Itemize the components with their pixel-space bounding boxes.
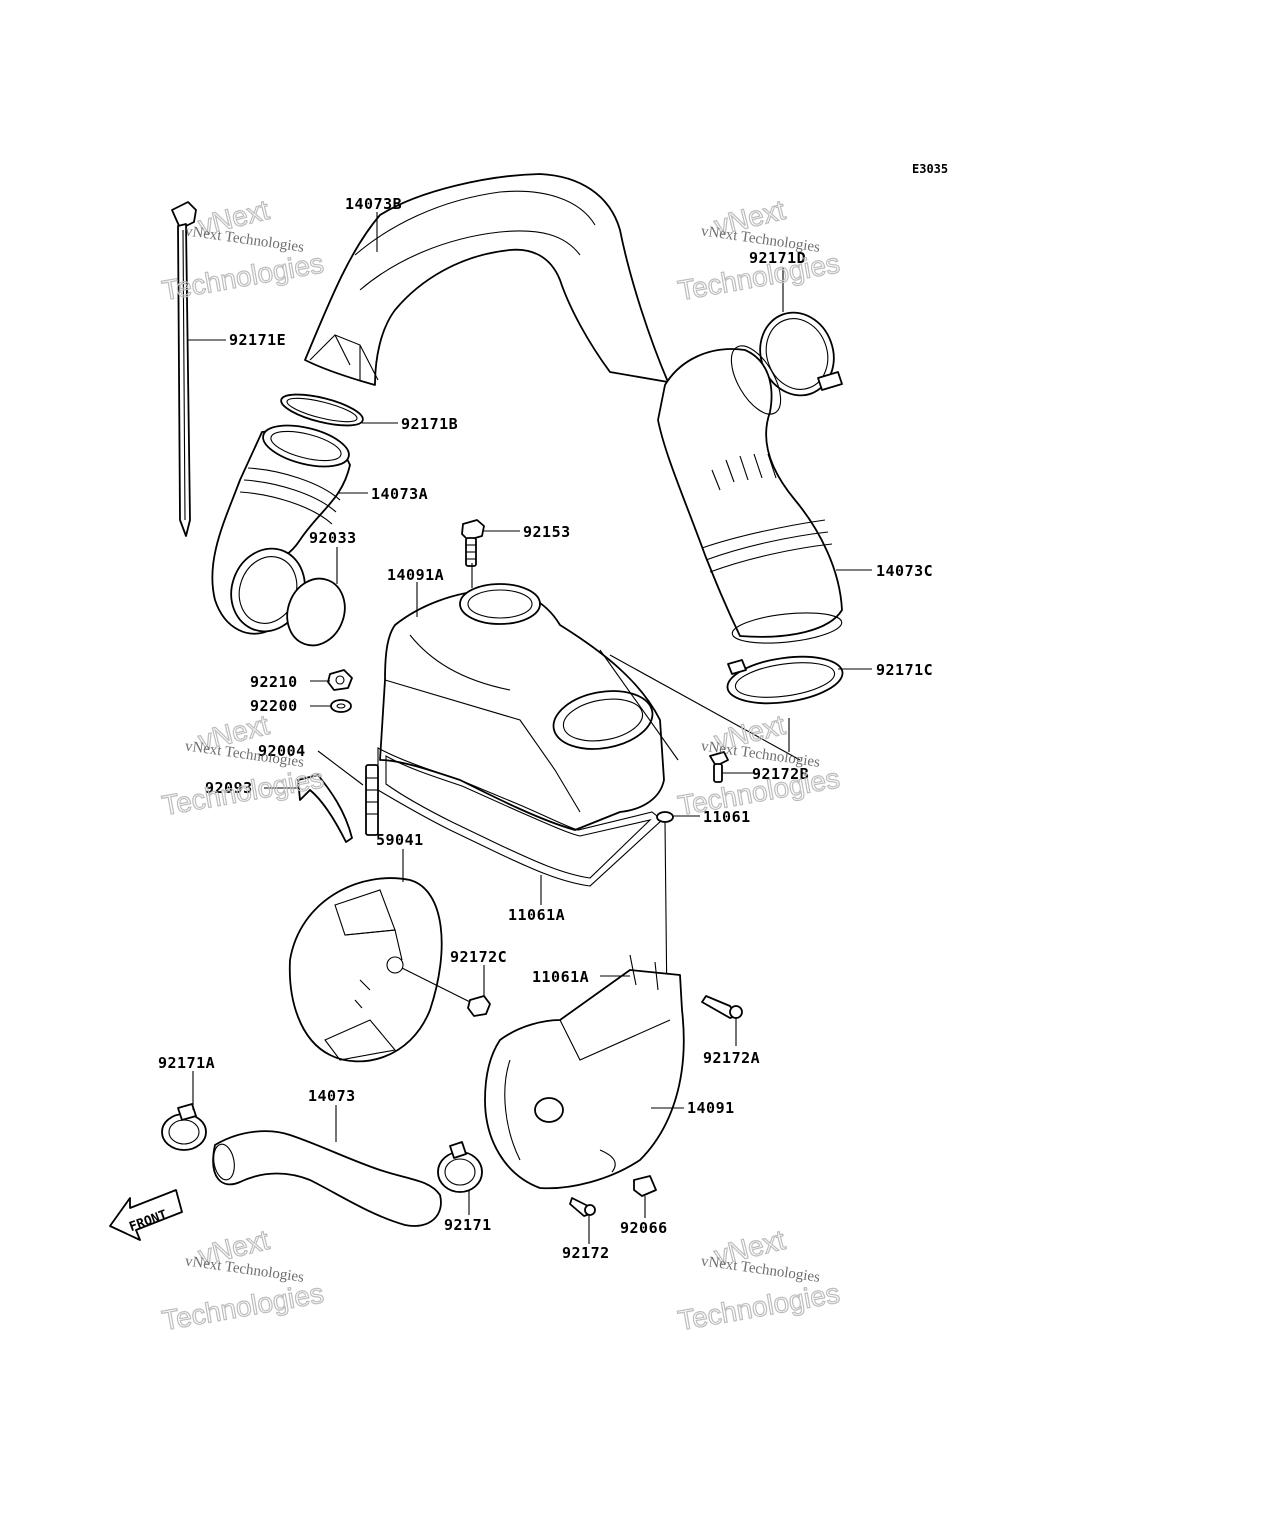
part-label: 14073C xyxy=(876,562,933,580)
watermark-bottom-left: vNext vNext Technologies Technologies xyxy=(159,1223,327,1336)
duct-14073b xyxy=(304,173,669,386)
bracket-92093 xyxy=(297,774,353,843)
screw-92172 xyxy=(569,1197,596,1217)
part-label: 92172C xyxy=(450,948,507,966)
part-label: 14091 xyxy=(687,1099,735,1117)
watermark-mid-left: vNext vNext Technologies Technologies xyxy=(159,708,327,821)
part-label: 92171D xyxy=(749,249,806,267)
part-label: 59041 xyxy=(376,831,424,849)
gasket-11061a xyxy=(377,747,663,887)
bolt-92172c xyxy=(401,967,491,1017)
part-label: 92171 xyxy=(444,1216,492,1234)
svg-text:Technologies: Technologies xyxy=(160,1277,326,1336)
svg-text:Technologies: Technologies xyxy=(676,1277,842,1336)
part-label: 92171E xyxy=(229,331,286,349)
part-label: 14091A xyxy=(387,566,444,584)
part-label: 11061A xyxy=(508,906,565,924)
part-labels: 14073B 92171D 92171E 92171B 14073A 92153… xyxy=(158,195,933,1262)
part-label: 92172A xyxy=(703,1049,760,1067)
hose-14073 xyxy=(212,1130,442,1227)
part-label: 92172 xyxy=(562,1244,610,1262)
part-label: 92171B xyxy=(401,415,458,433)
part-label: 92153 xyxy=(523,523,571,541)
part-label: 92004 xyxy=(258,742,306,760)
clamp-92171 xyxy=(437,1141,483,1193)
ring-92033 xyxy=(230,547,346,647)
part-label: 14073B xyxy=(345,195,402,213)
part-label: 92093 xyxy=(205,779,253,797)
part-label: 92210 xyxy=(250,673,298,691)
bolt-92153 xyxy=(461,519,485,567)
housing-14091a xyxy=(379,583,801,831)
part-label: 14073 xyxy=(308,1087,356,1105)
part-label: 92171A xyxy=(158,1054,215,1072)
screw-92172b xyxy=(709,751,729,783)
part-label: 92066 xyxy=(620,1219,668,1237)
part-label: 92171C xyxy=(876,661,933,679)
part-label: 92200 xyxy=(250,697,298,715)
clamp-92171d xyxy=(759,311,843,397)
part-label: 14073A xyxy=(371,485,428,503)
leader-lines xyxy=(188,212,872,1244)
front-arrow: FRONT xyxy=(109,1189,183,1241)
clamp-92171a xyxy=(161,1103,207,1151)
part-label: 92033 xyxy=(309,529,357,547)
part-label: 11061 xyxy=(703,808,751,826)
diagram-code: E3035 xyxy=(912,162,948,176)
duct-14073c xyxy=(657,345,843,644)
housing-14091 xyxy=(484,954,685,1190)
fan-59041 xyxy=(288,877,443,1063)
watermark-bottom-right: vNext vNext Technologies Technologies xyxy=(675,1223,843,1336)
screw-92172a xyxy=(701,995,743,1019)
nut-92210 xyxy=(327,669,353,691)
cable-tie-92171e xyxy=(171,201,197,537)
washer-92200 xyxy=(330,699,352,713)
stud-92004 xyxy=(365,764,379,836)
band-92171b xyxy=(280,393,364,427)
svg-text:Technologies: Technologies xyxy=(160,762,326,821)
damper-92066 xyxy=(633,1175,657,1197)
part-label: 11061A xyxy=(532,968,589,986)
part-label: 92172B xyxy=(752,765,809,783)
clamp-92171c xyxy=(726,655,844,705)
